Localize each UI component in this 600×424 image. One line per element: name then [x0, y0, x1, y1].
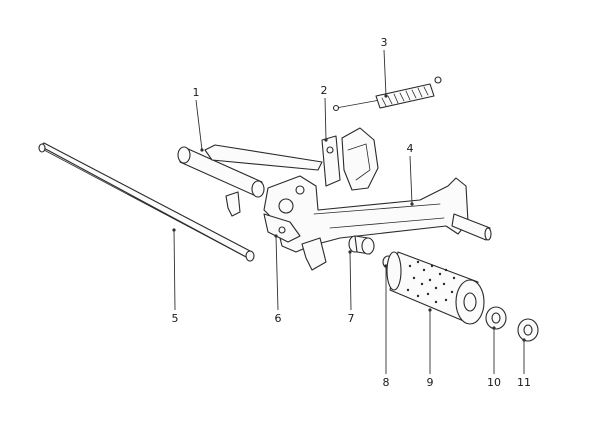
part-3-spring: [332, 76, 442, 112]
callout-11: 11: [517, 376, 531, 389]
part-5-long-rod: [38, 142, 255, 262]
part-10-washer: [485, 306, 507, 330]
part-7-bushing: [348, 235, 375, 255]
callout-4: 4: [407, 142, 414, 155]
part-9-grip: [386, 251, 485, 325]
callout-9: 9: [427, 376, 434, 389]
part-4-main-frame: [263, 175, 492, 271]
callout-5: 5: [172, 312, 179, 325]
callout-1: 1: [193, 86, 200, 99]
leader-lines: [172, 49, 526, 374]
part-2-bracket: [321, 127, 379, 191]
callout-8: 8: [383, 376, 390, 389]
callout-labels: 1 2 3 4 5 6 7 8 9 10 11: [172, 36, 532, 389]
callout-2: 2: [321, 84, 328, 97]
callout-6: 6: [275, 312, 282, 325]
callout-7: 7: [348, 312, 355, 325]
part-11-nut: [517, 318, 539, 342]
callout-10: 10: [487, 376, 501, 389]
part-6-link: [263, 213, 301, 243]
callout-3: 3: [381, 36, 388, 49]
part-1-tube-arm: [177, 144, 323, 217]
